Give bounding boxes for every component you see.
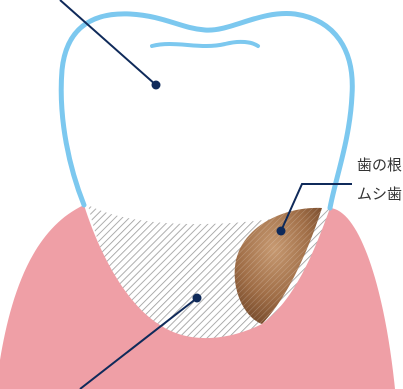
caries-label-line2: ムシ歯 (357, 185, 402, 204)
crown-groove (152, 42, 258, 46)
tooth-crown (61, 14, 352, 208)
caries-label-line1: 歯の根 (357, 156, 402, 175)
